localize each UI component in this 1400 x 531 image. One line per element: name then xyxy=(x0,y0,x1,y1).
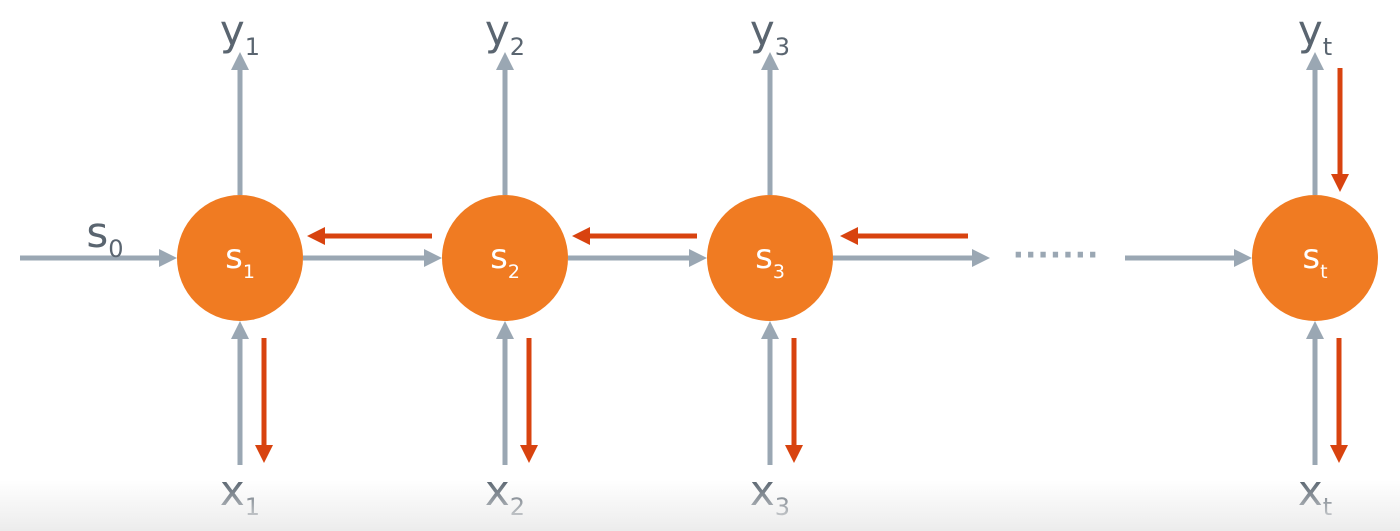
arrow-x-to-s2-head xyxy=(496,321,514,339)
arrow-s2-to-s3-head xyxy=(689,249,707,267)
node-label-s2-base: s xyxy=(490,237,508,277)
arrow-s2-to-s3 xyxy=(568,249,707,267)
node-s1 xyxy=(177,195,303,321)
label-y3: y3 xyxy=(750,6,790,61)
label-x3: x3 xyxy=(750,466,790,521)
arrow-s1-to-s2 xyxy=(303,249,442,267)
backprop-arrow-to-x1 xyxy=(255,338,273,463)
backprop-arrow-s3-to-s2-head xyxy=(572,227,590,245)
node-label-st-base: s xyxy=(1302,237,1320,277)
label-x3-sub: 3 xyxy=(775,493,790,521)
backprop-arrow-to-x2 xyxy=(520,338,538,463)
arrow-s2-to-y-head xyxy=(496,52,514,70)
node-label-s3-sub: 3 xyxy=(773,261,785,283)
label-x3-base: x xyxy=(750,466,775,515)
arrow-s2-to-y xyxy=(496,52,514,195)
label-x2: x2 xyxy=(485,466,525,521)
backprop-arrow-to-x3-head xyxy=(785,445,803,463)
label-x1-sub: 1 xyxy=(245,493,260,521)
backprop-arrow-yt-to-st xyxy=(1331,68,1349,192)
label-y1: y1 xyxy=(220,6,260,61)
backprop-arrow-to-x1-head xyxy=(255,445,273,463)
label-y2-base: y xyxy=(485,6,510,55)
arrow-s1-to-y xyxy=(231,52,249,195)
label-yt-base: y xyxy=(1298,6,1323,55)
node-label-s3-base: s xyxy=(755,237,773,277)
arrow-s1-to-s2-head xyxy=(424,249,442,267)
label-s0: s0 xyxy=(86,208,123,263)
arrow-st-to-y-head xyxy=(1306,52,1324,70)
label-y1-base: y xyxy=(220,6,245,55)
node-label-s3: s3 xyxy=(755,237,785,283)
node-label-st: st xyxy=(1302,237,1327,283)
arrow-x-to-st-head xyxy=(1306,321,1324,339)
arrow-s0-to-s1 xyxy=(20,249,177,267)
label-x2-sub: 2 xyxy=(510,493,525,521)
backprop-arrow-to-x3 xyxy=(785,338,803,463)
arrow-x-to-s2 xyxy=(496,321,514,465)
label-xt: xt xyxy=(1298,466,1332,521)
node-label-s1-sub: 1 xyxy=(243,261,255,283)
label-y2: y2 xyxy=(485,6,525,61)
label-yt-sub: t xyxy=(1323,33,1332,61)
label-s0-base: s xyxy=(86,208,108,257)
node-st xyxy=(1252,195,1378,321)
node-label-s2-sub: 2 xyxy=(508,261,520,283)
backprop-arrow-next-to-s3 xyxy=(840,227,968,245)
node-s3 xyxy=(707,195,833,321)
arrow-dots-to-st-head xyxy=(1234,249,1252,267)
arrow-x-to-s3-head xyxy=(761,321,779,339)
label-y2-sub: 2 xyxy=(510,33,525,61)
arrow-s3-to-y-head xyxy=(761,52,779,70)
node-label-s2: s2 xyxy=(490,237,520,283)
backprop-arrow-yt-to-st-head xyxy=(1331,174,1349,192)
ellipsis-dots: ······· xyxy=(1013,238,1100,273)
backprop-arrow-next-to-s3-head xyxy=(840,227,858,245)
label-y3-sub: 3 xyxy=(775,33,790,61)
backprop-arrow-to-xt xyxy=(1330,338,1348,463)
arrow-s1-to-y-head xyxy=(231,52,249,70)
arrow-s3-to-dots-head xyxy=(972,249,990,267)
label-x1-base: x xyxy=(220,466,245,515)
label-y1-sub: 1 xyxy=(245,33,260,61)
node-label-s1-base: s xyxy=(225,237,243,277)
node-label-s1: s1 xyxy=(225,237,255,283)
arrow-s3-to-dots xyxy=(833,249,990,267)
arrow-x-to-s1-head xyxy=(231,321,249,339)
label-x1: x1 xyxy=(220,466,260,521)
label-y3-base: y xyxy=(750,6,775,55)
label-s0-sub: 0 xyxy=(108,235,123,263)
label-xt-sub: t xyxy=(1323,493,1332,521)
backprop-arrow-s2-to-s1 xyxy=(307,227,432,245)
node-label-st-sub: t xyxy=(1320,261,1327,283)
label-xt-base: x xyxy=(1298,466,1323,515)
arrow-x-to-s3 xyxy=(761,321,779,465)
arrow-s3-to-y xyxy=(761,52,779,195)
backprop-arrow-s3-to-s2 xyxy=(572,227,697,245)
label-yt: yt xyxy=(1298,6,1332,61)
arrow-x-to-s1 xyxy=(231,321,249,465)
backprop-arrow-s2-to-s1-head xyxy=(307,227,325,245)
label-x2-base: x xyxy=(485,466,510,515)
arrow-x-to-st xyxy=(1306,321,1324,465)
backprop-arrow-to-xt-head xyxy=(1330,445,1348,463)
backprop-arrow-to-x2-head xyxy=(520,445,538,463)
arrow-s0-to-s1-head xyxy=(159,249,177,267)
node-s2 xyxy=(442,195,568,321)
arrow-dots-to-st xyxy=(1125,249,1252,267)
arrow-st-to-y xyxy=(1306,52,1324,195)
